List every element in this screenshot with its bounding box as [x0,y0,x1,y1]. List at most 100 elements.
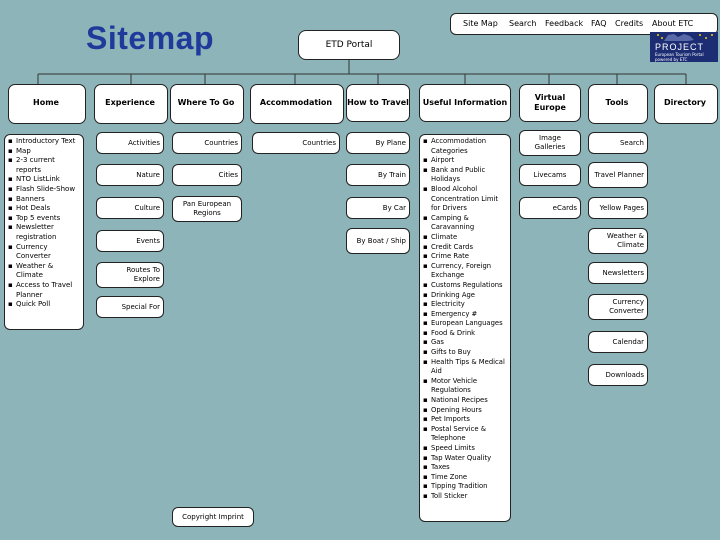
travel-boat[interactable]: By Boat / Ship [346,228,410,254]
virtual-ecards[interactable]: eCards [519,197,581,219]
list-item[interactable]: Food & Drink [423,329,507,339]
copyright-imprint-box[interactable]: Copyright Imprint [172,507,254,527]
list-item[interactable]: Pet Imports [423,415,507,425]
list-item[interactable]: Customs Regulations [423,281,507,291]
list-item[interactable]: Banners [8,195,80,205]
list-item[interactable]: Gifts to Buy [423,348,507,358]
list-item[interactable]: Crime Rate [423,252,507,262]
list-item[interactable]: Opening Hours [423,406,507,416]
column-header-accommodation[interactable]: Accommodation [250,84,342,122]
virtual-image-galleries[interactable]: Image Galleries [519,130,581,156]
list-item[interactable]: Motor Vehicle Regulations [423,377,507,396]
list-item[interactable]: Flash Slide-Show [8,185,80,195]
accommodation-countries[interactable]: Countries [252,132,340,154]
list-item[interactable]: Weather & Climate [8,262,80,281]
list-item[interactable]: European Languages [423,319,507,329]
experience-activities[interactable]: Activities [96,132,164,154]
wheretogo-regions[interactable]: Pan European Regions [172,196,242,222]
list-item[interactable]: Postal Service & Telephone [423,425,507,444]
column-header-tools[interactable]: Tools [588,84,646,122]
wheretogo-cities[interactable]: Cities [172,164,242,186]
list-item[interactable]: Credit Cards [423,243,507,253]
topnav-faq-link[interactable]: FAQ [591,19,607,28]
list-item[interactable]: Currency Converter [8,243,80,262]
column-header-howtotravel[interactable]: How to Travel [346,84,410,122]
logo-tagline-2: powered by ETC [655,57,688,62]
list-item[interactable]: Top 5 events [8,214,80,224]
list-item[interactable]: Access to Travel Planner [8,281,80,300]
topnav-search-link[interactable]: Search [509,19,537,28]
list-item[interactable]: Emergency # [423,310,507,320]
column-header-label: Directory [664,98,706,107]
list-item[interactable]: Currency, Foreign Exchange [423,262,507,281]
experience-routes[interactable]: Routes To Explore [96,262,164,288]
column-header-label: Where To Go [177,98,235,107]
travel-car[interactable]: By Car [346,197,410,219]
tools-calendar[interactable]: Calendar [588,331,648,353]
list-item[interactable]: Speed Limits [423,444,507,454]
topnav-about-link[interactable]: About ETC [652,19,694,28]
eu-map-icon [657,34,713,41]
travel-train[interactable]: By Train [346,164,410,186]
list-item[interactable]: Gas [423,338,507,348]
virtual-livecams[interactable]: Livecams [519,164,581,186]
tools-weather[interactable]: Weather & Climate [588,228,648,254]
topnav-sitemap-link[interactable]: Site Map [463,19,498,28]
list-item[interactable]: Map [8,147,80,157]
portal-box[interactable]: ETD Portal [298,30,400,60]
tools-search[interactable]: Search [588,132,648,154]
list-item[interactable]: NTO ListLink [8,175,80,185]
column-header-useful[interactable]: Useful Information [419,84,511,122]
column-header-label: Accommodation [259,98,333,107]
column-header-wheretogo[interactable]: Where To Go [170,84,242,122]
list-item[interactable]: National Recipes [423,396,507,406]
useful-information-list: Accommodation Categories Airport Bank an… [419,134,511,522]
list-item[interactable]: Blood Alcohol Concentration Limit for Dr… [423,185,507,214]
list-item[interactable]: Toll Sticker [423,492,507,502]
experience-events[interactable]: Events [96,230,164,252]
tools-currency-converter[interactable]: Currency Converter [588,294,648,320]
column-header-virtual[interactable]: Virtual Europe [519,84,581,122]
list-item[interactable]: Time Zone [423,473,507,483]
list-item[interactable]: Camping & Caravanning [423,214,507,233]
travel-plane[interactable]: By Plane [346,132,410,154]
list-item[interactable]: Climate [423,233,507,243]
page-title: Sitemap [86,20,214,56]
list-item[interactable]: Accommodation Categories [423,137,507,156]
topnav-feedback-link[interactable]: Feedback [545,19,584,28]
list-item[interactable]: Taxes [423,463,507,473]
column-header-label: Home [33,98,59,107]
logo-word: PROJECT [655,42,705,52]
list-item[interactable]: Airport [423,156,507,166]
column-header-label: Tools [605,98,629,107]
column-header-experience[interactable]: Experience [94,84,166,122]
tools-yellow-pages[interactable]: Yellow Pages [588,197,648,219]
home-list: Introductory Text Map 2-3 current report… [4,134,84,330]
experience-culture[interactable]: Culture [96,197,164,219]
list-item[interactable]: Bank and Public Holidays [423,166,507,185]
list-item[interactable]: Tipping Tradition [423,482,507,492]
column-header-directory[interactable]: Directory [654,84,716,122]
logo-tagline-1: European Tourism Portal [655,52,704,57]
topnav-credits-link[interactable]: Credits [615,19,644,28]
list-item[interactable]: 2-3 current reports [8,156,80,175]
top-navigation [450,13,718,35]
list-item[interactable]: Introductory Text [8,137,80,147]
list-item[interactable]: Health Tips & Medical Aid [423,358,507,377]
list-item[interactable]: Electricity [423,300,507,310]
experience-special[interactable]: Special For [96,296,164,318]
list-item[interactable]: Quick Poll [8,300,80,310]
list-item[interactable]: Newsletter registration [8,223,80,242]
column-header-home[interactable]: Home [8,84,84,122]
tools-downloads[interactable]: Downloads [588,364,648,386]
tools-newsletters[interactable]: Newsletters [588,262,648,284]
tools-travel-planner[interactable]: Travel Planner [588,162,648,188]
experience-nature[interactable]: Nature [96,164,164,186]
list-item[interactable]: Hot Deals [8,204,80,214]
list-item[interactable]: Tap Water Quality [423,454,507,464]
portal-label: ETD Portal [325,40,373,50]
project-logo: PROJECT European Tourism Portal powered … [650,32,718,62]
wheretogo-countries[interactable]: Countries [172,132,242,154]
list-item[interactable]: Drinking Age [423,291,507,301]
